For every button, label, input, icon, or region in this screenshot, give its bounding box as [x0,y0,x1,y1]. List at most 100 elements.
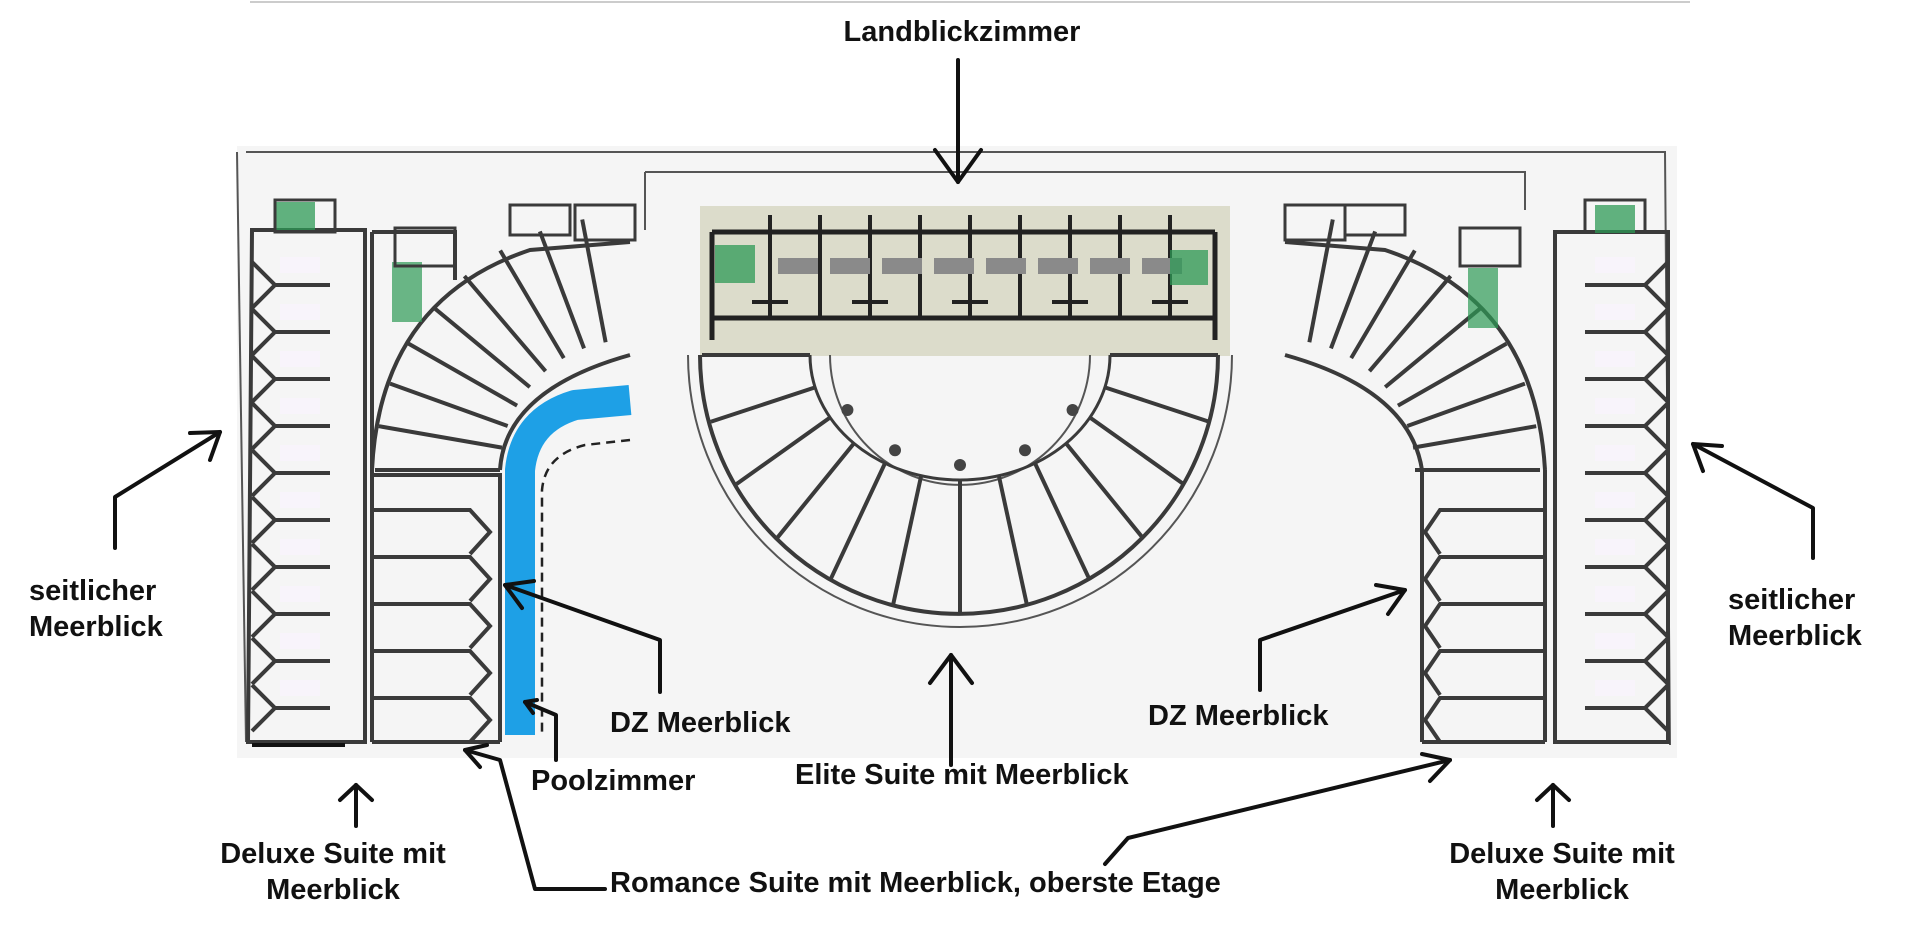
room-bed [280,445,320,461]
room-wall [1422,602,1545,650]
room-wall [1383,305,1483,389]
arrow-poolzimmer [523,698,558,762]
label-seitlich-right-line2: Meerblick [1728,620,1862,653]
room-bed [1595,680,1635,696]
room-bed [280,539,320,555]
room-wall [1088,415,1185,486]
label-deluxe-right-line1: Deluxe Suite mit [1449,838,1675,870]
corridor-segment [934,258,974,274]
room-bed [1595,586,1635,602]
label-seitlich-left-line2: Meerblick [29,611,163,644]
room-bed [1595,351,1635,367]
left-curved-wing [370,219,631,472]
room-wall [1367,274,1453,373]
pool-highlight [505,385,632,735]
label-dz-meerblick-left: DZ Meerblick [610,707,791,739]
room-bed [280,633,320,649]
corridor-segment [830,258,870,274]
room-wall [1422,555,1545,603]
room-bed [280,680,320,696]
room-wall [372,696,493,744]
landblick-stairs-left [715,245,755,283]
arrow-romance-right [1103,752,1452,866]
room-wall [1033,462,1091,580]
room-bed [280,304,320,320]
room-wall [1349,249,1417,360]
room-wall [1104,385,1210,424]
left-stairs-mid [392,262,422,322]
label-deluxe-left-line2: Meerblick [266,874,400,907]
room-wall [372,508,493,556]
annotation-arrows [113,58,1815,891]
label-seitlich-left: seitlicher Meerblick [29,573,163,646]
room-wall [378,424,503,450]
label-seitlich-right: seitlicher Meerblick [1728,582,1862,655]
outer-wall [236,151,247,743]
room-bed [1595,257,1635,273]
corridor-segment [1090,258,1130,274]
arrow-deluxe-right [1535,783,1571,828]
column [954,459,966,471]
label-romance-suite: Romance Suite mit Meerblick, oberste Eta… [610,867,1221,899]
arrow-deluxe-left [338,783,374,828]
left-outer-wing [245,228,367,747]
label-deluxe-left-line1: Deluxe Suite mit [220,838,446,870]
column [1019,444,1031,457]
room-wall [498,249,566,360]
arrow-romance-left [463,743,607,891]
room-bed [1595,398,1635,414]
landblick-inset [700,206,1230,356]
right-stairs-mid [1468,268,1498,328]
label-elite-suite: Elite Suite mit Meerblick [795,759,1129,791]
label-deluxe-left: Deluxe Suite mit Meerblick [220,836,446,909]
room-bed [1595,539,1635,555]
left-stairs-top [275,202,315,230]
room-wall [372,555,493,603]
label-seitlich-right-line1: seitlicher [1728,584,1856,616]
room-wall [407,341,519,408]
room-wall [1064,442,1144,539]
label-deluxe-right-line2: Meerblick [1495,874,1629,907]
room-wall [372,602,493,650]
room-wall [996,475,1029,605]
arrow-seitlich-right [1691,442,1815,560]
inner-top-corridor [645,171,1526,210]
room-wall [1412,424,1537,450]
label-poolzimmer: Poolzimmer [531,765,696,797]
corridor-segment [882,258,922,274]
label-dz-meerblick-right: DZ Meerblick [1148,700,1329,732]
label-seitlich-left-line1: seitlicher [29,575,157,607]
column [1066,404,1079,416]
room-wall [1422,696,1545,744]
room-wall [1406,381,1526,428]
landblick-stairs-right [1170,250,1208,285]
room-wall [462,274,548,373]
arrow-dz-right [1258,583,1407,692]
label-deluxe-right: Deluxe Suite mit Meerblick [1449,836,1675,909]
room-wall [1396,341,1508,408]
room-bed [1595,492,1635,508]
pool-dashed-edge [540,438,631,735]
room-wall [1422,649,1545,697]
room-wall [1329,230,1378,350]
room-wall [372,649,493,697]
label-landblickzimmer: Landblickzimmer [843,16,1081,48]
room-bed [280,351,320,367]
left-utility-rooms [273,198,637,268]
corridor-segment [986,258,1026,274]
room-bed [280,586,320,602]
corridor-segment [778,258,818,274]
right-inner-wing [1284,219,1547,744]
room-wall [776,442,856,539]
column [889,444,901,457]
room-bed [280,492,320,508]
room-wall [1422,508,1545,556]
room-bed [1595,633,1635,649]
room-wall [735,415,832,486]
room-bed [280,398,320,414]
column [841,404,854,416]
room-wall [389,381,509,428]
room-wall [710,385,816,424]
